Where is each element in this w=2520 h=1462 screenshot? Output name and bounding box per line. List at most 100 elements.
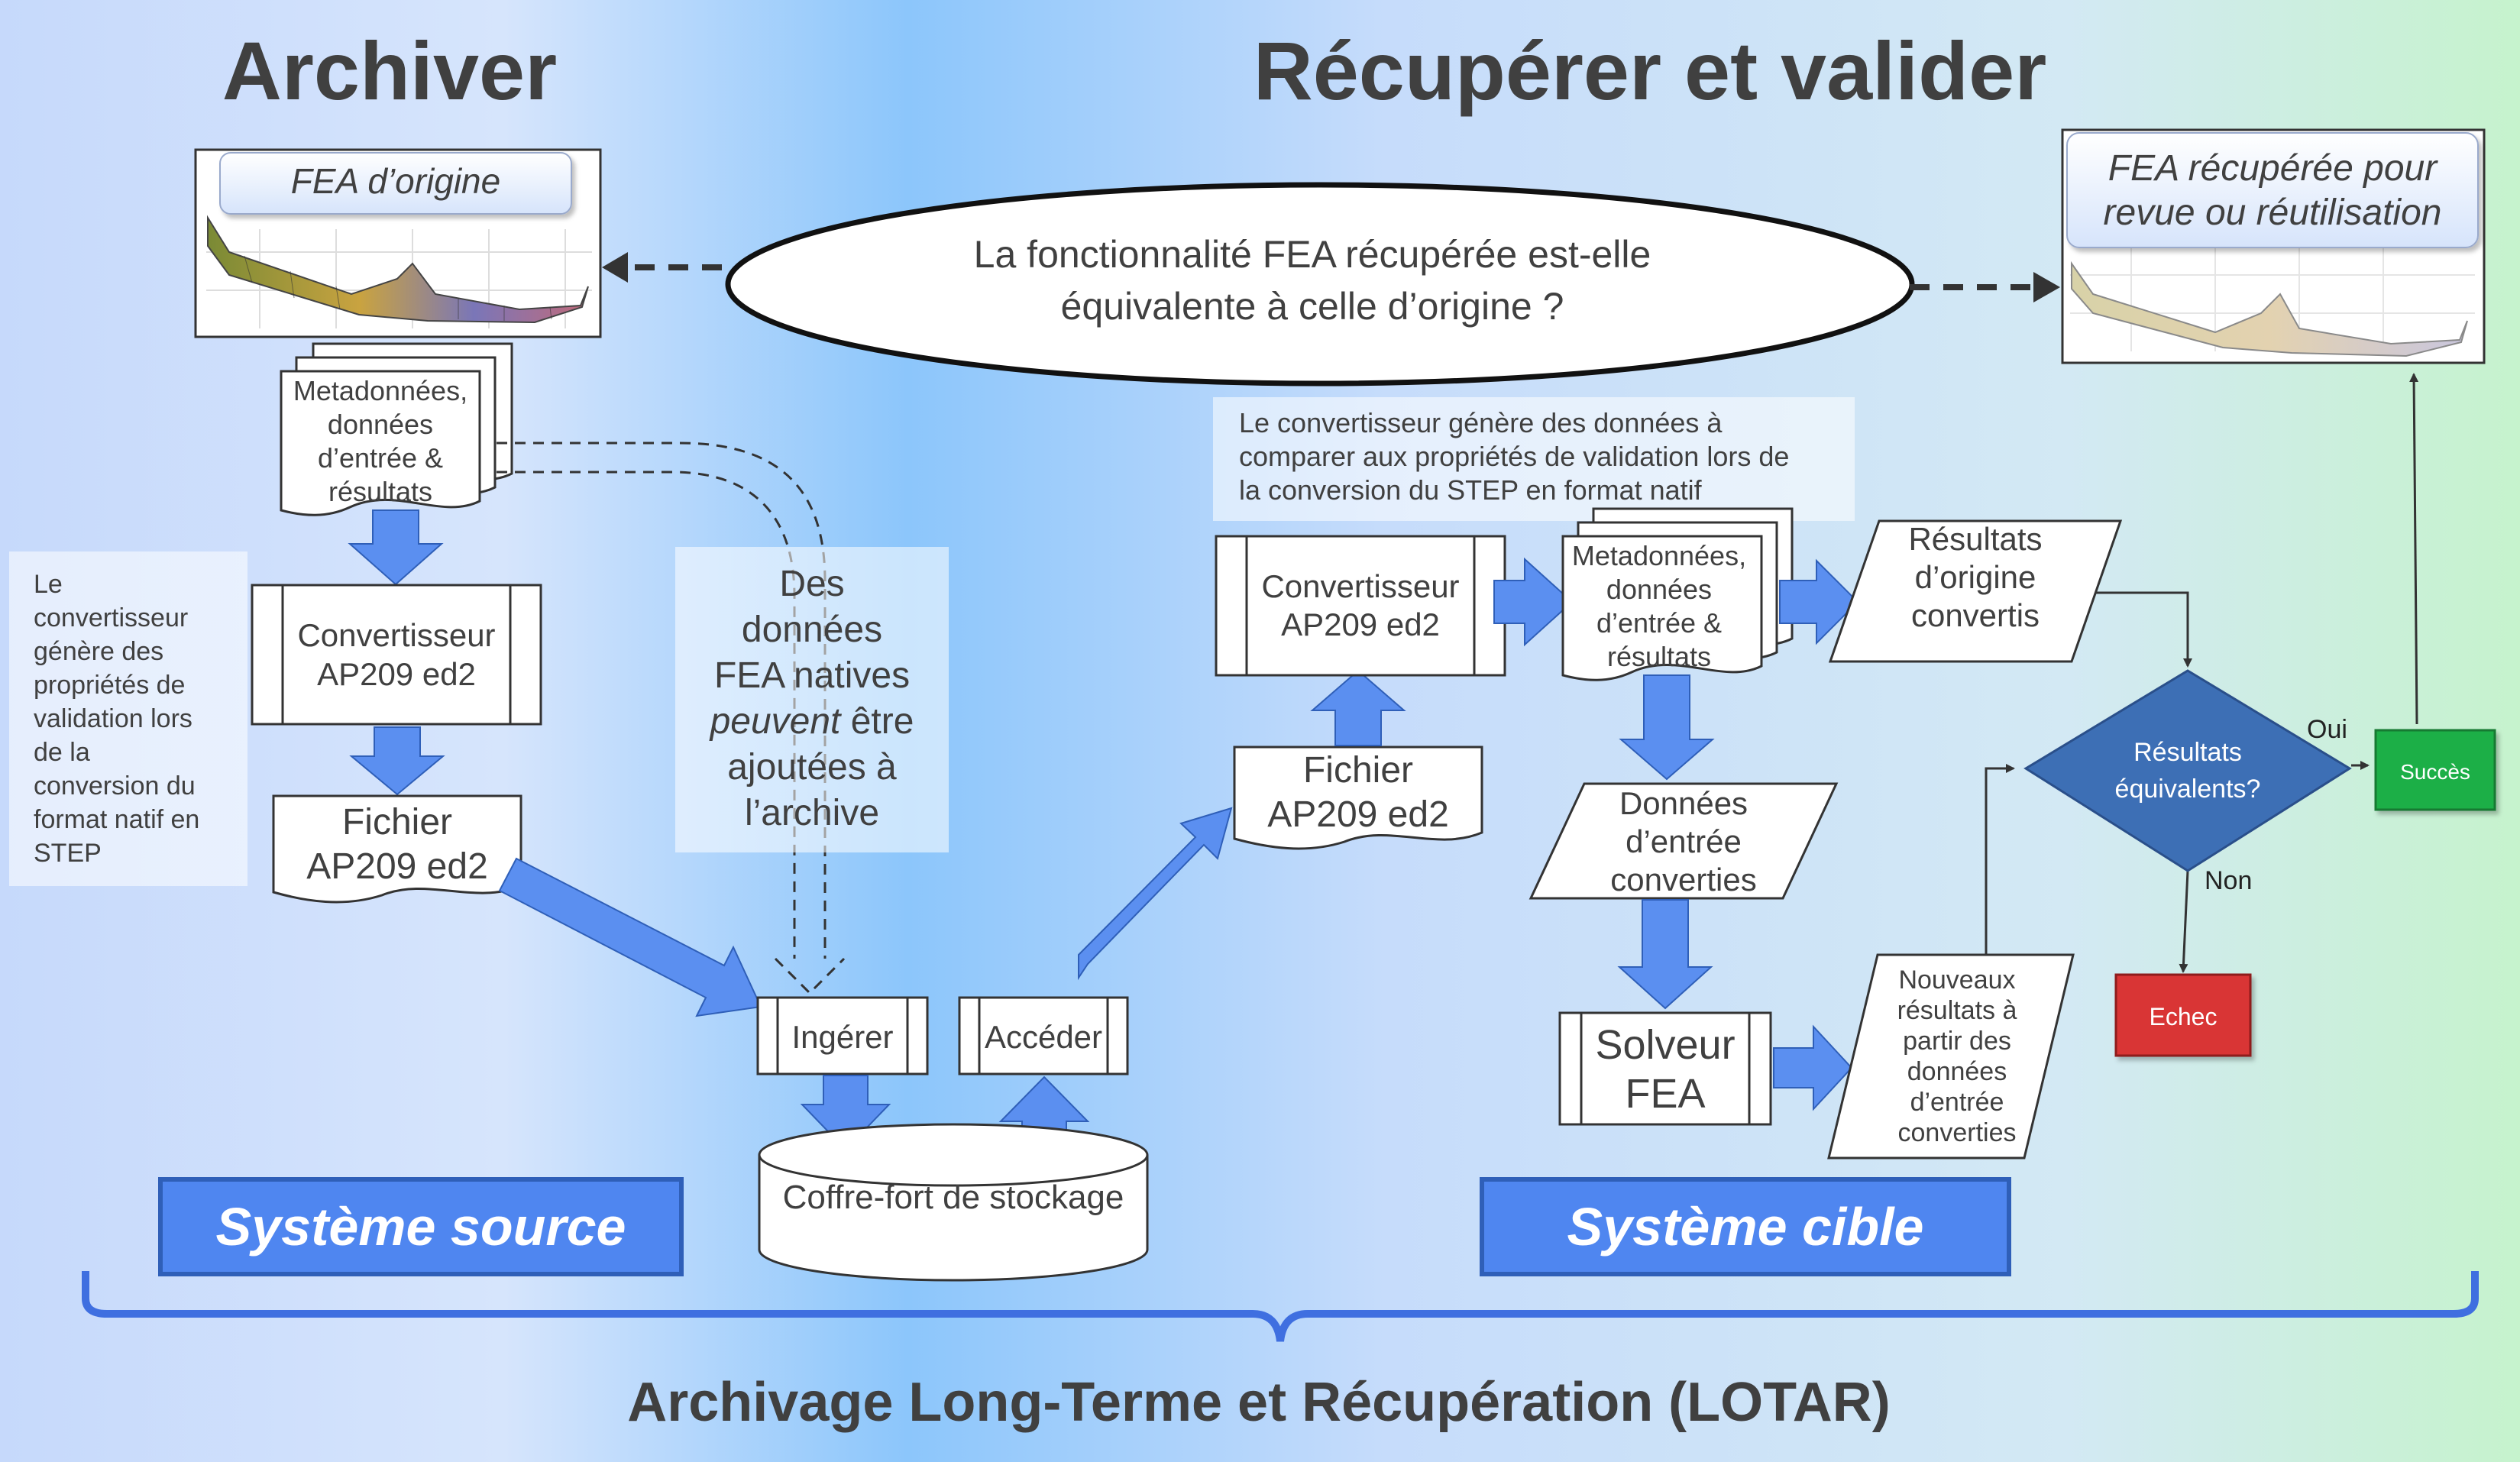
meta-right-line2: données	[1606, 574, 1712, 605]
note-native-line2: données	[742, 610, 882, 650]
ellipse-connectors	[623, 264, 2040, 290]
ingest-box: Ingérer	[756, 996, 929, 1075]
note-right-line1: Le convertisseur génère des données à	[1239, 407, 1723, 438]
panel-target: Système cible	[1480, 1177, 2011, 1276]
note-right-line2: comparer aux propriétés de validation lo…	[1239, 441, 1789, 472]
file-left: Fichier AP209 ed2	[272, 794, 522, 904]
converter-left: Convertisseur AP209 ed2	[251, 584, 542, 726]
vault-label: Coffre-fort de stockage	[783, 1179, 1124, 1216]
inputs-converted-line2: d’entrée	[1626, 823, 1742, 859]
panel-target-label: Système cible	[1567, 1197, 1924, 1257]
note-right-line3: la conversion du STEP en format natif	[1239, 474, 1703, 506]
panel-source: Système source	[158, 1177, 684, 1276]
arrow-to-origin-head	[602, 252, 628, 283]
fea-origin-label: FEA d’origine	[291, 161, 500, 201]
arrow-to-recovered-head	[2033, 272, 2060, 302]
meta-left-line4: résultats	[328, 476, 432, 507]
storage-vault-cylinder: Coffre-fort de stockage	[758, 1123, 1149, 1282]
new-results: Nouveaux résultats à partir des données …	[1827, 953, 2075, 1160]
fea-recovered-line1: FEA récupérée pour	[2108, 148, 2438, 189]
new-results-line2: résultats à	[1897, 996, 2017, 1025]
new-results-line4: données	[1907, 1057, 2007, 1086]
note-left: Le convertisseur génère des propriétés d…	[9, 551, 247, 886]
note-right: Le convertisseur génère des données à co…	[1213, 397, 1855, 521]
decision-line2: équivalents?	[2115, 775, 2261, 804]
question-ellipse: La fonctionnalité FEA récupérée est-elle…	[725, 182, 1915, 387]
arrow-meta-to-results	[1779, 558, 1859, 645]
solver-line1: Solveur	[1595, 1022, 1735, 1068]
note-native-emphasis: peuvent	[709, 701, 842, 742]
inputs-converted-line1: Données	[1619, 785, 1748, 821]
failure-box: Echec	[2114, 973, 2252, 1057]
file-left-line2: AP209 ed2	[306, 846, 488, 887]
note-native-line1: Des	[779, 564, 844, 604]
file-left-line1: Fichier	[342, 802, 452, 843]
lotar-brace	[82, 1271, 2479, 1342]
results-origin-line3: convertis	[1911, 597, 2040, 633]
note-native-line6: l’archive	[745, 793, 879, 833]
solver-fea: Solveur FEA	[1558, 1011, 1772, 1126]
file-right: Fichier AP209 ed2	[1233, 746, 1483, 850]
access-box: Accéder	[958, 996, 1129, 1075]
arrow-meta-to-inputs	[1619, 674, 1715, 781]
results-origin-line1: Résultats	[1908, 521, 2042, 557]
fea-origin-model: FEA d’origine	[194, 148, 602, 338]
fea-recovered-model: FEA récupérée pour revue ou réutilisatio…	[2061, 128, 2486, 364]
note-native-line3: FEA natives	[714, 655, 910, 696]
arrow-file-to-converter-right	[1310, 669, 1406, 746]
meta-left-doc: Metadonnées, données d’entrée & résultat…	[280, 342, 513, 516]
meta-left-line2: données	[328, 409, 433, 440]
fea-recovered-line2: revue ou réutilisation	[2104, 192, 2442, 233]
arrow-converter-to-file-left	[349, 726, 445, 796]
title-recuperer-valider: Récupérer et valider	[1254, 24, 2047, 117]
flow-connectors	[1985, 373, 2419, 973]
note-left-line4: propriétés de	[34, 671, 185, 700]
ingest-label: Ingérer	[791, 1019, 893, 1055]
success-box: Succès	[2374, 729, 2496, 811]
panel-source-label: Système source	[216, 1197, 626, 1257]
arrow-meta-to-converter-left	[348, 509, 444, 586]
title-lotar: Archivage Long-Terme et Récupération (LO…	[627, 1372, 1891, 1433]
new-results-line6: converties	[1898, 1118, 2017, 1147]
access-label: Accéder	[985, 1019, 1102, 1055]
note-native-line4: peuvent être	[709, 701, 914, 742]
note-left-line8: format natif en	[34, 805, 199, 834]
note-native-line4-rest: être	[840, 701, 914, 742]
inputs-converted-line3: converties	[1610, 862, 1756, 898]
results-origin: Résultats d’origine convertis	[1828, 519, 2123, 663]
success-label: Succès	[2400, 760, 2470, 784]
meta-left-line1: Metadonnées,	[293, 375, 467, 406]
decision-no-label: Non	[2205, 866, 2252, 895]
question-line2: équivalente à celle d’origine ?	[1061, 285, 1564, 328]
note-left-line1: Le	[34, 570, 63, 599]
decision-diamond: Résultats équivalents? Oui Non	[2023, 669, 2352, 895]
new-results-line1: Nouveaux	[1898, 966, 2015, 995]
meta-right-doc: Metadonnées, données d’entrée & résultat…	[1561, 507, 1794, 681]
failure-label: Echec	[2150, 1003, 2218, 1030]
note-left-line6: de la	[34, 738, 90, 767]
arrow-inputs-to-solver	[1617, 899, 1713, 1010]
results-origin-line2: d’origine	[1915, 559, 2036, 595]
converter-right-line1: Convertisseur	[1261, 568, 1459, 604]
new-results-line3: partir des	[1903, 1027, 2011, 1056]
meta-right-line4: résultats	[1607, 641, 1711, 672]
fea-wing-mesh-icon	[207, 215, 589, 324]
converter-left-line1: Convertisseur	[297, 617, 495, 653]
note-left-line9: STEP	[34, 839, 102, 868]
meta-right-line3: d’entrée &	[1596, 607, 1722, 639]
decision-yes-label: Oui	[2307, 715, 2347, 744]
decision-line1: Résultats	[2133, 738, 2242, 767]
arrow-converter-to-meta-right	[1493, 557, 1574, 647]
inputs-converted: Données d’entrée converties	[1528, 782, 1839, 900]
file-right-line1: Fichier	[1303, 750, 1413, 791]
note-left-line2: convertisseur	[34, 603, 188, 632]
meta-right-line1: Metadonnées,	[1572, 540, 1746, 571]
question-line1: La fonctionnalité FEA récupérée est-elle	[974, 233, 1651, 276]
converter-right-line2: AP209 ed2	[1281, 606, 1440, 642]
arrow-solver-to-new-results	[1773, 1024, 1853, 1111]
file-right-line2: AP209 ed2	[1267, 794, 1449, 835]
solver-line2: FEA	[1625, 1071, 1705, 1117]
new-results-line5: d’entrée	[1910, 1088, 2004, 1117]
converter-right: Convertisseur AP209 ed2	[1215, 535, 1506, 677]
